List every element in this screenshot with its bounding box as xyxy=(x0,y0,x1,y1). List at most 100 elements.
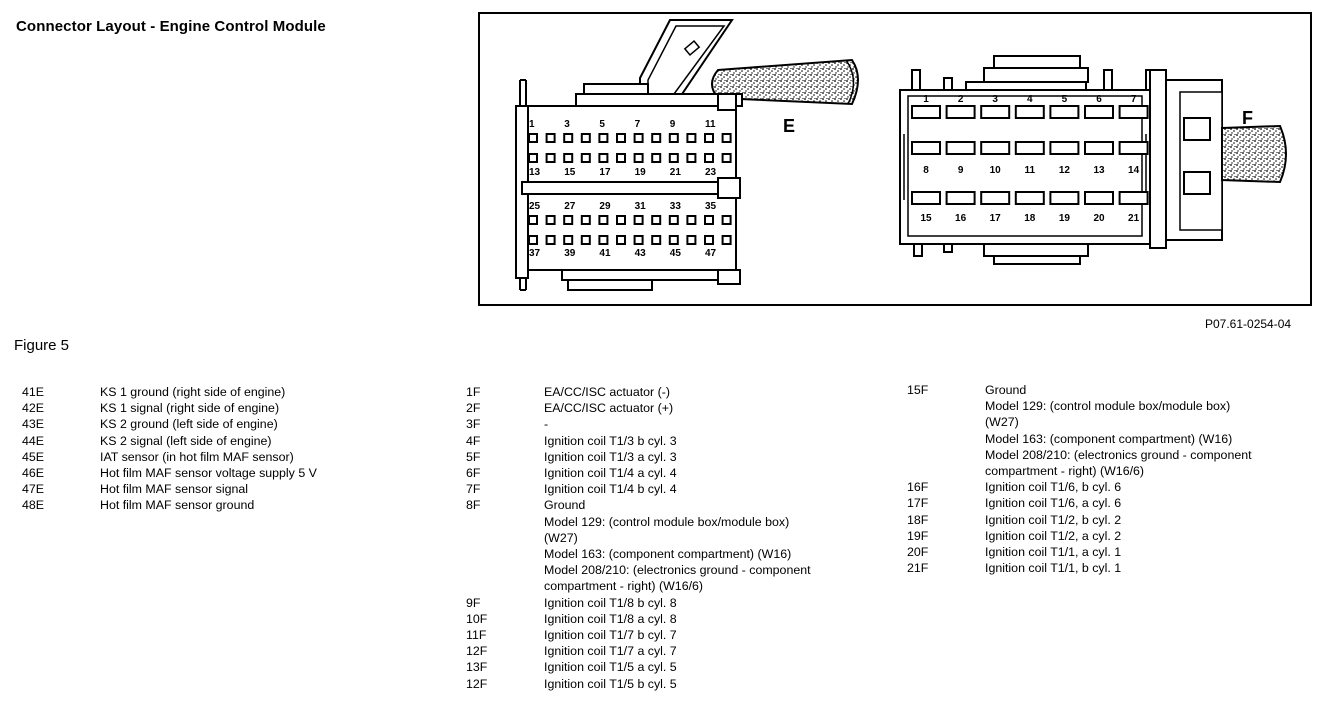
pin-socket xyxy=(721,215,732,225)
pin-description-line: Ignition coil T1/4 a cyl. 4 xyxy=(544,466,677,481)
pin-socket xyxy=(633,133,644,143)
pin-description-line: Model 208/210: (electronics ground - com… xyxy=(985,447,1252,462)
pin-number: 15 xyxy=(920,213,932,224)
pin-description-line: Ground xyxy=(544,498,586,513)
pin-number: 11 xyxy=(705,119,716,130)
connector-f-cable xyxy=(1221,124,1287,184)
pin-description: Ignition coil T1/4 a cyl. 4 xyxy=(544,465,811,481)
pin-id: 16F xyxy=(907,480,929,495)
pin-socket xyxy=(1084,105,1114,119)
pin-socket xyxy=(980,141,1011,155)
pin-number: 11 xyxy=(1025,165,1036,176)
pin-socket xyxy=(580,153,591,163)
pin-socket xyxy=(598,133,609,143)
page-title: Connector Layout - Engine Control Module xyxy=(16,18,326,35)
pin-description: Ignition coil T1/6, b cyl. 6 xyxy=(985,479,1252,495)
pin-socket xyxy=(668,153,679,163)
pin-socket xyxy=(721,133,732,143)
pin-socket xyxy=(1118,141,1149,155)
pin-id: 48E xyxy=(22,498,45,513)
pin-description: Ignition coil T1/3 b cyl. 3 xyxy=(544,433,811,449)
pin-number: 19 xyxy=(635,167,647,178)
pin-number: 21 xyxy=(670,167,682,178)
pin-description-line: Ignition coil T1/7 b cyl. 7 xyxy=(544,628,677,643)
pin-socket xyxy=(633,215,644,225)
pin-description: Hot film MAF sensor voltage supply 5 V xyxy=(100,465,317,481)
pin-number: 9 xyxy=(958,165,964,176)
pin-id: 42E xyxy=(22,401,45,416)
pin-description-line: Hot film MAF sensor signal xyxy=(100,482,249,497)
pin-socket xyxy=(1014,191,1045,205)
pin-description: Hot film MAF sensor signal xyxy=(100,481,317,497)
pin-id: 4F xyxy=(466,433,481,448)
pin-number: 43 xyxy=(635,248,647,259)
pin-description: Ignition coil T1/7 b cyl. 7 xyxy=(544,627,811,643)
pin-description-line: compartment - right) (W16/6) xyxy=(985,464,1145,479)
pin-socket xyxy=(651,215,662,225)
pin-socket xyxy=(704,153,714,163)
connector-e-label: E xyxy=(783,116,795,136)
pin-description-line: Ignition coil T1/2, b cyl. 2 xyxy=(985,512,1122,527)
pin-socket xyxy=(651,235,662,245)
pin-socket xyxy=(563,133,574,143)
pin-socket xyxy=(528,215,538,225)
pin-description-line: KS 1 ground (right side of engine) xyxy=(100,385,286,399)
pin-socket xyxy=(945,191,976,205)
pin-number: 7 xyxy=(1131,94,1137,105)
pin-number: 14 xyxy=(1128,165,1140,176)
pin-number: 6 xyxy=(1096,94,1102,105)
pin-description: KS 1 signal (right side of engine) xyxy=(100,400,317,416)
pin-socket xyxy=(1014,105,1045,119)
pin-number: 15 xyxy=(564,167,576,178)
pin-socket xyxy=(668,215,679,225)
pin-number: 9 xyxy=(670,119,676,130)
pin-socket xyxy=(563,215,574,225)
pin-description-line: compartment - right) (W16/6) xyxy=(544,579,704,594)
pin-socket xyxy=(598,235,609,245)
pin-number: 47 xyxy=(705,248,717,259)
pin-id: 6F xyxy=(466,466,481,481)
pin-id: 9F xyxy=(466,595,481,610)
pin-number: 3 xyxy=(564,119,570,130)
pin-description: Ignition coil T1/2, b cyl. 2 xyxy=(985,512,1252,528)
pin-description-line: KS 1 signal (right side of engine) xyxy=(100,401,280,416)
pin-id: 21F xyxy=(907,561,929,576)
pin-socket xyxy=(545,153,556,163)
pin-id: 20F xyxy=(907,545,929,560)
figure-label: Figure 5 xyxy=(14,337,70,354)
pin-description-line: Ignition coil T1/8 a cyl. 8 xyxy=(544,611,677,626)
pin-number: 25 xyxy=(529,201,541,212)
pin-socket xyxy=(616,235,626,245)
pin-description-line: Ignition coil T1/5 b cyl. 5 xyxy=(544,676,677,691)
pin-row: 4F Ignition coil T1/3 b cyl. 3 xyxy=(466,433,811,449)
pin-number: 39 xyxy=(564,248,576,259)
pin-socket xyxy=(580,215,591,225)
pin-socket xyxy=(1049,141,1080,155)
pin-socket xyxy=(668,133,679,143)
pin-description-line: Model 129: (control module box/module bo… xyxy=(985,399,1231,414)
pin-number: 5 xyxy=(599,119,605,130)
pin-socket xyxy=(721,235,732,245)
reference-code: P07.61-0254-04 xyxy=(1205,317,1292,331)
pin-socket xyxy=(704,235,714,245)
pin-number: 1 xyxy=(529,119,535,130)
pin-number: 2 xyxy=(958,94,964,105)
pin-socket xyxy=(945,141,976,155)
pin-id: 41E xyxy=(22,385,45,399)
pin-id: 2F xyxy=(466,401,481,416)
pin-description: Ignition coil T1/8 b cyl. 8 xyxy=(544,595,811,611)
pin-number: 7 xyxy=(635,119,641,130)
pin-socket xyxy=(633,235,644,245)
pin-socket xyxy=(563,235,574,245)
